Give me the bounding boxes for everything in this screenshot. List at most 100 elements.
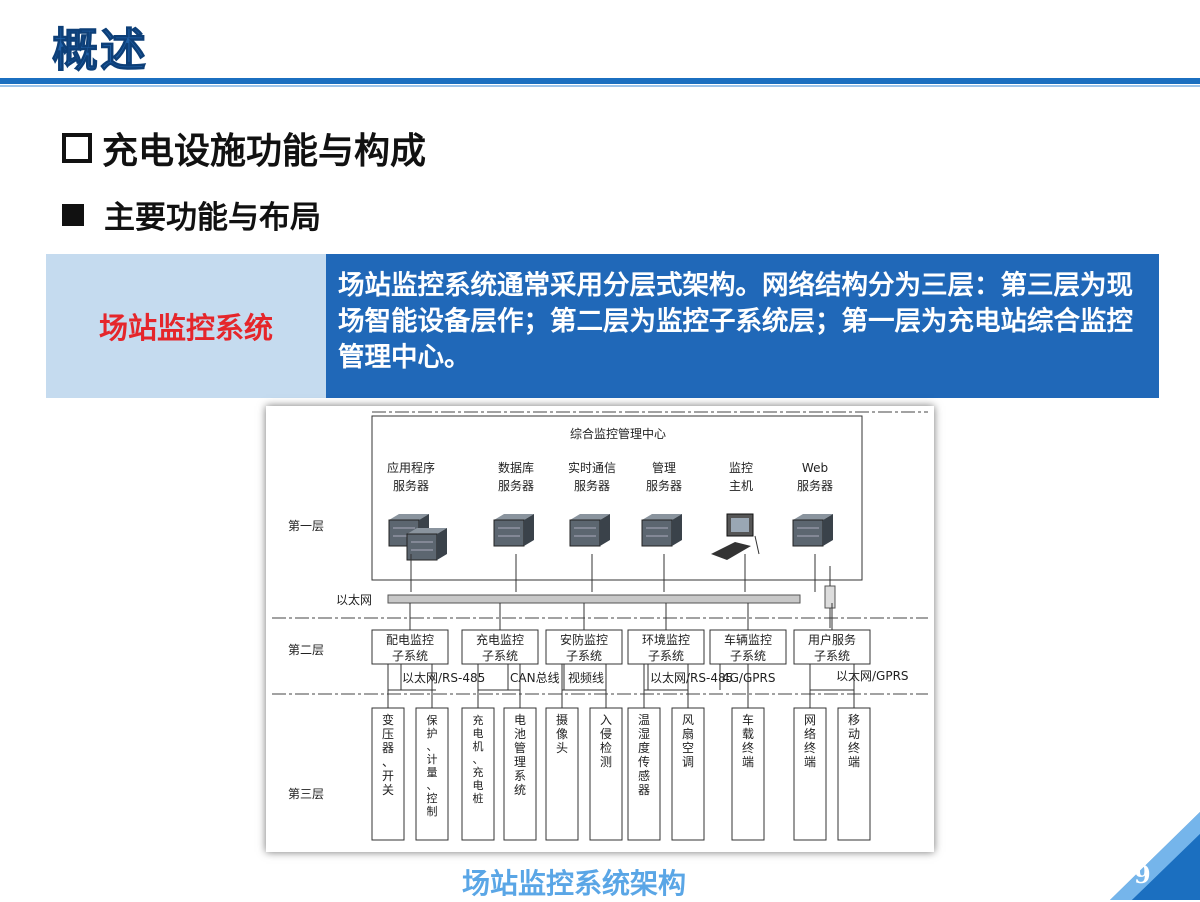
device-label-char: 温	[638, 713, 650, 727]
device-label-char: 保	[427, 713, 438, 727]
server-icon	[642, 514, 682, 520]
device-label-char: 载	[742, 727, 754, 741]
section-heading: 充电设施功能与构成	[62, 122, 426, 174]
page-title: 概述	[52, 23, 148, 78]
device-label-char: 控	[427, 791, 438, 805]
server-icon-body	[641, 519, 673, 547]
device-box	[731, 707, 765, 841]
device-label-char: 系	[514, 769, 526, 783]
device-label-char: 器	[382, 741, 394, 755]
link-label: CAN总线	[510, 671, 560, 685]
device-box	[837, 707, 871, 841]
device-label-char: 电	[473, 779, 484, 792]
server-icon	[793, 514, 833, 520]
panel-description: 场站监控系统通常采用分层式架构。网络结构分为三层：第三层为现场智能设备层作；第二…	[326, 254, 1159, 398]
device-label-char: 端	[804, 755, 816, 769]
device-label-char: 器	[638, 783, 650, 797]
device-label-char: 制	[427, 805, 438, 818]
subsystem-label: 充电监控	[476, 632, 524, 647]
server-icon-side	[600, 514, 610, 546]
device-label-char: 关	[382, 783, 394, 797]
device-label-char: 压	[382, 727, 394, 741]
device-label-char: 理	[514, 755, 526, 769]
server-label: 数据库	[498, 460, 534, 475]
checkbox-bullet-icon	[62, 133, 92, 163]
device-label: 变压器、开关	[382, 712, 394, 797]
link-label: 以太网/RS-485	[650, 670, 733, 685]
device-label-char: 、	[427, 779, 438, 792]
subsystem-label: 子系统	[482, 649, 518, 663]
monitor-screen	[731, 518, 749, 532]
ethernet-label: 以太网	[336, 592, 372, 607]
device-label-char: 电	[473, 727, 484, 740]
device-label-char: 管	[514, 740, 526, 755]
subsection-heading: 主要功能与布局	[62, 192, 321, 237]
device-label-char: 网	[804, 713, 816, 727]
device-label-char: 充	[473, 713, 484, 727]
device-label-char: 侵	[600, 726, 612, 741]
subsystem-label: 安防监控	[560, 632, 608, 647]
ethernet-bus	[387, 594, 801, 604]
subsystem-label: 配电监控	[386, 633, 434, 647]
device-label-char: 头	[556, 741, 568, 755]
subsystem-box	[627, 629, 705, 665]
square-bullet-icon	[62, 203, 84, 226]
diagram-caption: 场站监控系统架构	[462, 867, 687, 900]
layer-label-first: 第一层	[288, 519, 324, 533]
device-label-char: 充	[473, 765, 484, 779]
device-label-char: 湿	[638, 726, 650, 741]
device-label-char: 动	[848, 727, 860, 741]
subsystem-box	[545, 629, 623, 665]
server-icon	[494, 514, 534, 520]
subsystem-label: 车辆监控	[724, 632, 772, 647]
subsystem-label: 子系统	[648, 649, 684, 663]
server-icon-side	[524, 514, 534, 546]
server-icon-body	[569, 519, 601, 547]
device-label-char: 风	[682, 713, 694, 727]
device-box	[503, 707, 537, 841]
device-label-char: 移	[848, 713, 860, 727]
page-number: 9	[1134, 860, 1151, 889]
management-center-title: 综合监控管理中心	[570, 426, 666, 441]
device-label-char: 度	[638, 740, 650, 755]
device-label-char: 池	[514, 727, 526, 741]
gateway-connector	[824, 585, 836, 609]
device-box	[545, 707, 579, 841]
device-label-char: 、	[473, 753, 484, 766]
device-label-char: 护	[427, 726, 438, 740]
server-label: Web	[802, 461, 828, 475]
subsystem-label: 子系统	[392, 649, 428, 663]
device-box	[371, 707, 405, 841]
device-label-char: 量	[427, 766, 438, 779]
device-label: 摄像头	[556, 712, 568, 755]
device-label: 充电机、充电桩	[473, 713, 484, 805]
server-label: 服务器	[574, 478, 610, 493]
server-label: 服务器	[393, 478, 429, 493]
architecture-diagram: 综合监控管理中心第一层第二层第三层应用程序服务器数据库服务器实时通信服务器管理服…	[266, 406, 934, 852]
monitor-cable	[754, 535, 760, 555]
device-label-char: 终	[848, 740, 860, 755]
server-label: 服务器	[498, 478, 534, 493]
panel-label-cell: 场站监控系统	[46, 254, 326, 398]
server-label: 服务器	[646, 478, 682, 493]
device-box	[793, 707, 827, 841]
device-label-char: 车	[742, 712, 754, 727]
device-label-char: 端	[742, 755, 754, 769]
subsystem-label: 用户服务	[808, 632, 856, 647]
server-label: 服务器	[797, 478, 833, 493]
server-label: 主机	[729, 479, 753, 493]
subsystem-box	[461, 629, 539, 665]
device-box	[415, 707, 449, 841]
subsystem-box	[371, 629, 449, 665]
architecture-diagram-svg: 综合监控管理中心第一层第二层第三层应用程序服务器数据库服务器实时通信服务器管理服…	[272, 411, 928, 841]
subsystem-box	[793, 629, 871, 665]
title-divider-light	[0, 85, 1200, 87]
device-label-char: 桩	[473, 791, 484, 805]
device-label-char: 调	[682, 755, 694, 769]
